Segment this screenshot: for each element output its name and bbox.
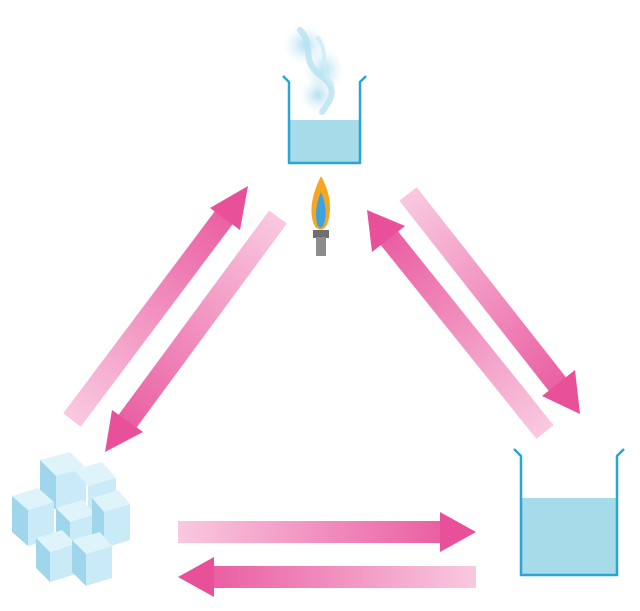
arrow-steam-to-ice xyxy=(105,210,287,452)
arrow-steam-to-water xyxy=(399,187,580,414)
heated-beaker-with-steam-icon xyxy=(282,25,367,256)
arrow-water-to-steam xyxy=(367,210,554,439)
arrow-ice-to-steam xyxy=(63,186,248,427)
beaker-outline xyxy=(513,448,625,577)
burner-icon xyxy=(313,230,329,256)
flame-icon xyxy=(311,176,330,230)
arrow-water-to-ice xyxy=(178,557,476,597)
beaker-outline xyxy=(282,75,367,165)
heated-water xyxy=(289,120,360,163)
steam-icon xyxy=(283,25,344,115)
arrow-ice-to-water xyxy=(178,512,476,552)
water xyxy=(521,498,617,575)
ice-cubes-icon xyxy=(12,452,130,586)
beaker-with-water-icon xyxy=(513,448,625,577)
arrows-group xyxy=(63,186,580,597)
